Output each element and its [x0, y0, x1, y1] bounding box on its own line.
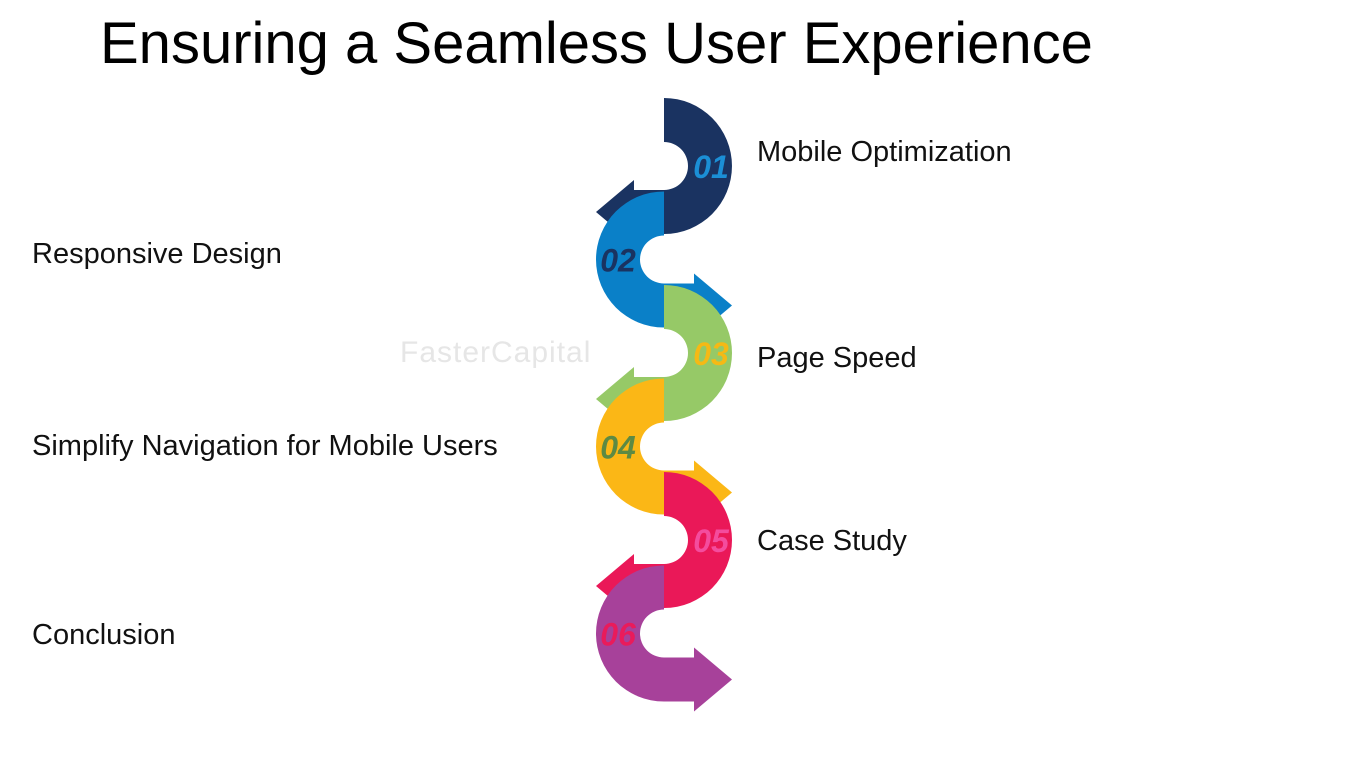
slide-title: Ensuring a Seamless User Experience [100, 11, 1093, 76]
step-arrow-6 [596, 565, 732, 712]
step-number-4: 04 [600, 430, 636, 466]
step-label-6: Conclusion [32, 619, 176, 651]
step-number-6: 06 [600, 617, 636, 653]
step-number-3: 03 [693, 336, 729, 372]
step-label-2: Responsive Design [32, 238, 282, 270]
step-number-2: 02 [600, 243, 636, 279]
step-number-5: 05 [693, 523, 730, 559]
watermark: FasterCapital [400, 336, 592, 369]
step-label-4: Simplify Navigation for Mobile Users [32, 430, 498, 462]
step-label-3: Page Speed [757, 342, 917, 374]
step-number-1: 01 [693, 149, 729, 185]
step-label-5: Case Study [757, 525, 907, 557]
step-label-1: Mobile Optimization [757, 136, 1012, 168]
